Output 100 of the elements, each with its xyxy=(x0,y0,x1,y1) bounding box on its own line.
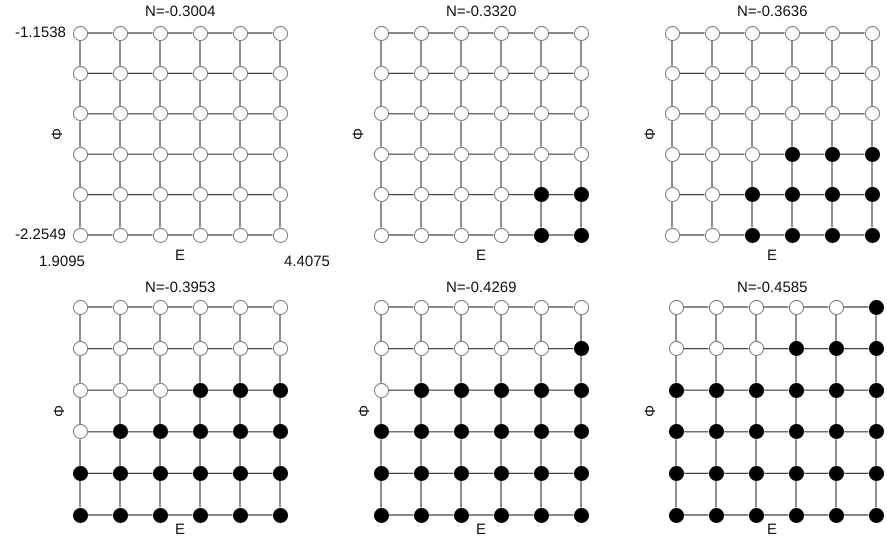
grid-line xyxy=(248,306,272,308)
grid-line xyxy=(795,480,797,508)
open-circle xyxy=(574,146,588,162)
open-circle xyxy=(152,106,168,122)
open-circle xyxy=(112,26,128,40)
grid-line xyxy=(804,306,828,308)
filled-dot xyxy=(454,508,468,522)
grid-line xyxy=(199,80,201,106)
grid-line xyxy=(508,514,534,516)
grid-line xyxy=(500,162,502,188)
filled-dot xyxy=(748,382,764,398)
grid-line xyxy=(239,40,241,66)
grid-line xyxy=(548,72,574,74)
grid-line xyxy=(871,121,873,147)
grid-line xyxy=(835,314,837,342)
grid-line xyxy=(420,80,422,106)
grid-line xyxy=(88,390,112,391)
grid-line xyxy=(764,348,788,350)
open-circle xyxy=(272,106,288,122)
open-circle xyxy=(112,300,128,314)
open-circle xyxy=(454,187,468,202)
grid-line xyxy=(79,80,81,106)
filled-dot xyxy=(414,424,428,440)
open-circle xyxy=(824,106,840,122)
filled-dot xyxy=(748,508,764,522)
grid-line xyxy=(248,113,272,114)
open-circle xyxy=(72,187,88,202)
filled-dot xyxy=(494,466,508,481)
filled-dot xyxy=(192,508,208,522)
tick-label: -2.2549 xyxy=(15,226,66,244)
open-circle xyxy=(72,106,88,122)
axis-label: E xyxy=(476,247,486,265)
grid-line xyxy=(119,480,121,508)
grid-line xyxy=(540,121,542,147)
grid-line xyxy=(199,162,201,188)
filled-dot xyxy=(788,382,804,398)
open-circle xyxy=(374,382,388,398)
grid-line xyxy=(751,40,753,66)
grid-line xyxy=(420,480,422,508)
grid-line xyxy=(871,202,873,228)
grid-line xyxy=(804,472,828,474)
open-circle xyxy=(272,228,288,242)
grid-line xyxy=(168,514,192,516)
grid-line xyxy=(508,194,534,196)
grid-line xyxy=(428,32,454,34)
open-circle xyxy=(454,106,468,122)
grid-line xyxy=(119,121,121,147)
open-circle xyxy=(494,341,508,356)
grid-line xyxy=(420,202,422,228)
grid-line xyxy=(208,390,232,391)
grid-line xyxy=(764,306,788,308)
filled-dot xyxy=(788,341,804,356)
grid-line xyxy=(88,348,112,350)
grid-line xyxy=(724,306,748,308)
grid-line xyxy=(468,72,494,74)
axis-label: Φ xyxy=(48,128,67,140)
grid-line xyxy=(760,32,784,34)
grid-line xyxy=(468,234,494,236)
grid-line xyxy=(760,113,784,114)
grid-line xyxy=(548,514,574,516)
grid-line xyxy=(755,356,757,383)
open-circle xyxy=(112,228,128,242)
filled-dot xyxy=(374,508,388,522)
filled-dot xyxy=(864,228,880,242)
open-circle xyxy=(72,26,88,40)
filled-dot xyxy=(534,382,548,398)
grid-line xyxy=(800,194,824,196)
grid-line xyxy=(875,398,877,424)
grid-line xyxy=(580,202,582,228)
grid-line xyxy=(279,398,281,424)
grid-line xyxy=(680,234,704,236)
open-circle xyxy=(454,26,468,40)
grid-line xyxy=(388,348,414,350)
open-circle xyxy=(232,341,248,356)
filled-dot xyxy=(232,382,248,398)
grid-line xyxy=(388,306,414,308)
grid-line xyxy=(800,72,824,74)
grid-line xyxy=(548,194,574,196)
axis-label: E xyxy=(767,521,778,539)
open-circle xyxy=(494,187,508,202)
grid-line xyxy=(128,72,152,74)
open-circle xyxy=(192,300,208,314)
grid-line xyxy=(88,32,112,34)
grid-line xyxy=(508,348,534,350)
grid-line xyxy=(380,202,382,228)
grid-line xyxy=(168,472,192,474)
grid-line xyxy=(715,398,717,424)
grid-line xyxy=(468,32,494,34)
open-circle xyxy=(374,146,388,162)
open-circle xyxy=(708,341,724,356)
grid-line xyxy=(751,80,753,106)
open-circle xyxy=(232,26,248,40)
grid-line xyxy=(380,80,382,106)
grid-line xyxy=(548,234,574,236)
open-circle xyxy=(704,106,720,122)
open-circle xyxy=(414,106,428,122)
grid-line xyxy=(380,40,382,66)
grid-line xyxy=(208,194,232,196)
grid-line xyxy=(128,472,152,474)
grid-line xyxy=(548,32,574,34)
